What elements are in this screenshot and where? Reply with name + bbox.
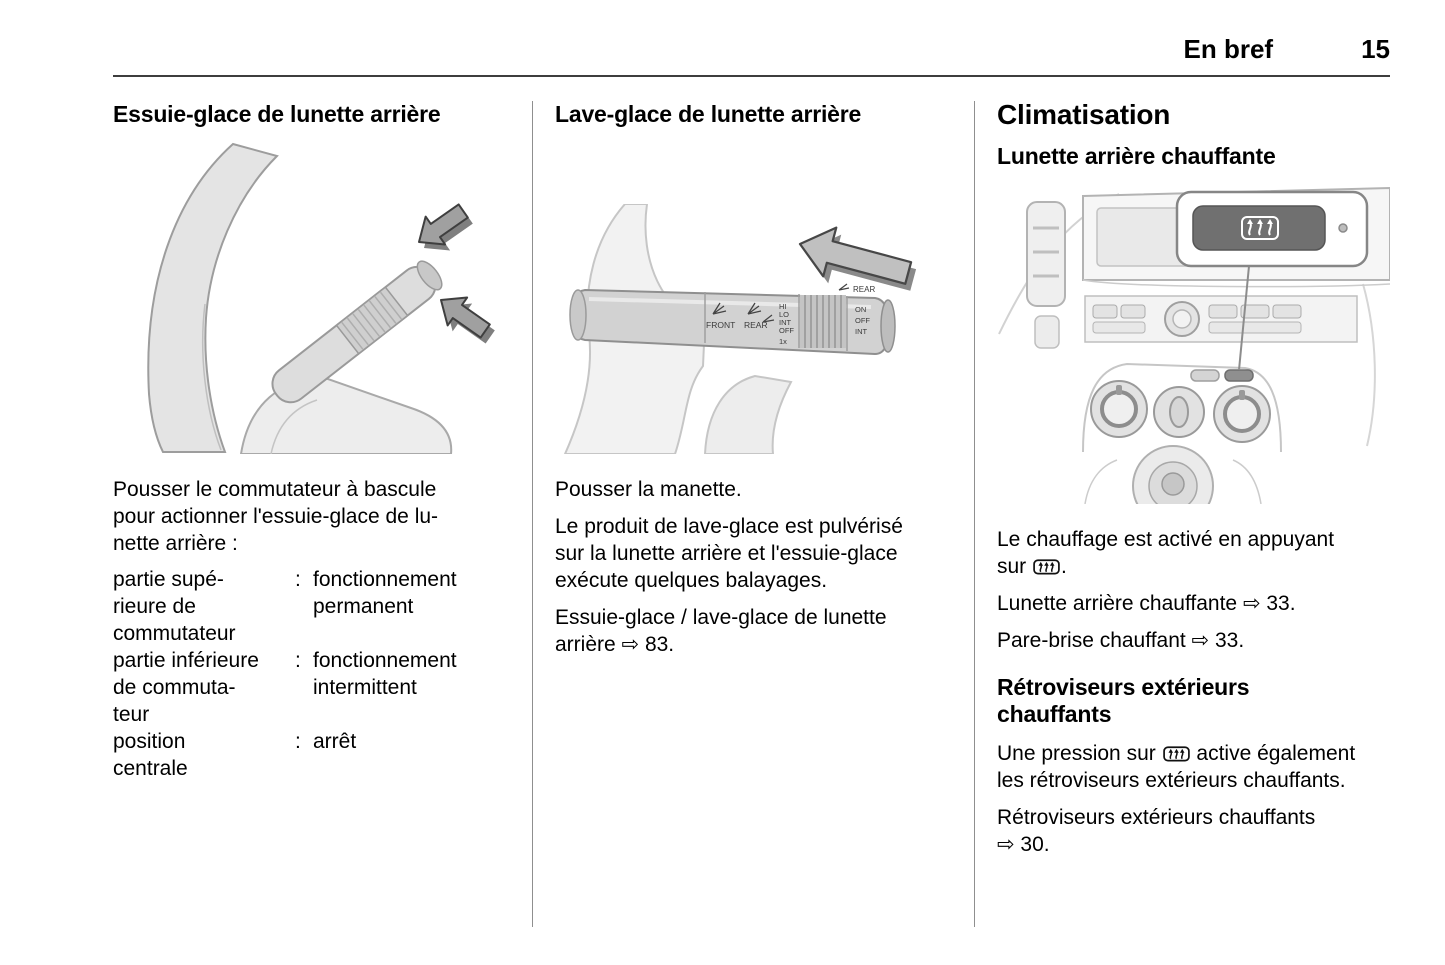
definition-term: partie supé- rieure de commutateur	[113, 568, 236, 645]
washer-rear-icon-small	[838, 283, 850, 291]
stalk-label-hi: HI	[779, 302, 787, 311]
washer-paragraph-1: Pousser la manette.	[555, 478, 742, 501]
stalk-label-int: INT	[779, 318, 792, 327]
rear-washer-figure: FRONT REAR HI LO INT OFF 1x REAR	[555, 142, 952, 454]
stalk-label-front: FRONT	[706, 320, 735, 330]
mirrors-paragraph-1: Une pression sur active également les ré…	[997, 740, 1390, 794]
mirrors-paragraph-1-pre: Une pression sur	[997, 742, 1162, 765]
column-climate: Climatisation Lunette arrière chauffante	[997, 99, 1390, 858]
stalk-label-on: ON	[855, 305, 866, 314]
column-rear-washer: Lave-glace de lunette arrière	[555, 99, 952, 658]
push-direction-arrow	[798, 226, 913, 285]
heated-mirrors-subtitle: Rétroviseurs extérieurs chauffants	[997, 674, 1250, 727]
climate-section-title: Climatisation	[997, 99, 1171, 130]
stalk-label-off: OFF	[779, 326, 794, 335]
stalk-label-int2: INT	[855, 327, 868, 336]
climate-paragraph-2: Lunette arrière chauffante ⇨ 33.	[997, 592, 1296, 615]
heated-rear-window-icon	[1032, 556, 1061, 577]
stalk-label-pulse: 1x	[779, 337, 787, 346]
definition-term: position centrale	[113, 730, 188, 780]
mirrors-paragraph-1-post: active également les rétroviseurs extéri…	[997, 742, 1356, 792]
climate-paragraph-1-text: Le chauffage est activé en appuyant sur	[997, 528, 1335, 578]
header-section-title: En bref	[1183, 34, 1274, 64]
callout-pointer	[1238, 265, 1250, 371]
definition-value: fonctionnement intermittent	[313, 649, 457, 699]
wiper-stalk	[271, 260, 443, 404]
rear-wiper-stalk-illustration	[147, 142, 495, 454]
wiper-front-icon	[712, 302, 727, 315]
climate-paragraph-1: Le chauffage est activé en appuyant sur …	[997, 526, 1390, 580]
washer-paragraph-3: Essuie-glace / lave-glace de lunette arr…	[555, 606, 887, 656]
rear-wiper-figure	[113, 142, 510, 454]
climate-paragraph-1-end: .	[1061, 555, 1067, 578]
heated-rear-window-icon	[1241, 216, 1279, 240]
column-separator	[532, 101, 533, 927]
definition-value: arrêt	[313, 730, 357, 753]
push-direction-arrows	[418, 203, 491, 339]
rear-wiper-title: Essuie-glace de lunette arrière	[113, 101, 441, 127]
wiper-icon	[762, 314, 775, 323]
stalk-label-collar-rear: REAR	[853, 285, 875, 294]
column-rear-wiper: Essuie-glace de lunette arrière	[113, 99, 510, 782]
wiper-positions-list: partie supé- rieure de commutateur : fon…	[113, 566, 510, 782]
washer-paragraph-2: Le produit de lave-glace est pulvérisé s…	[555, 515, 903, 592]
definition-value: fonctionnement permanent	[313, 568, 457, 618]
heated-rear-window-subtitle: Lunette arrière chauffante	[997, 143, 1276, 169]
climate-console-illustration	[998, 186, 1390, 504]
washer-stalk-illustration: FRONT REAR HI LO INT OFF 1x REAR	[563, 204, 917, 454]
page-columns: Essuie-glace de lunette arrière	[0, 77, 1445, 927]
rear-washer-title: Lave-glace de lunette arrière	[555, 101, 862, 127]
stalk-label-off2: OFF	[855, 316, 870, 325]
definition-colon: :	[295, 730, 301, 753]
stalk-label-rear: REAR	[744, 320, 768, 330]
led-dot	[1338, 223, 1348, 233]
callout-defrost-button	[1192, 205, 1326, 251]
header-rule	[113, 75, 1390, 77]
header-page-number: 15	[1361, 34, 1390, 64]
heated-rear-window-icon	[1162, 743, 1191, 764]
definition-colon: :	[295, 568, 301, 591]
climate-figure	[997, 184, 1390, 504]
column-separator	[974, 101, 975, 927]
stalk-label-lo: LO	[779, 310, 789, 319]
climate-knobs	[1090, 380, 1271, 443]
definition-term: partie inférieure de commuta- teur	[113, 649, 259, 726]
mirrors-paragraph-2: Rétroviseurs extérieurs chauffants ⇨ 30.	[997, 806, 1316, 856]
washer-rear-icon	[747, 302, 762, 315]
climate-button	[1190, 369, 1220, 382]
audio-strip	[1084, 295, 1358, 343]
climate-paragraph-3: Pare-brise chauffant ⇨ 33.	[997, 629, 1245, 652]
rear-wiper-intro: Pousser le commutateur à bascule pour ac…	[113, 478, 439, 555]
definition-colon: :	[295, 649, 301, 672]
page-header: En bref 15	[0, 0, 1445, 75]
side-air-vent	[1026, 201, 1066, 307]
rear-defrost-button	[1224, 369, 1254, 382]
